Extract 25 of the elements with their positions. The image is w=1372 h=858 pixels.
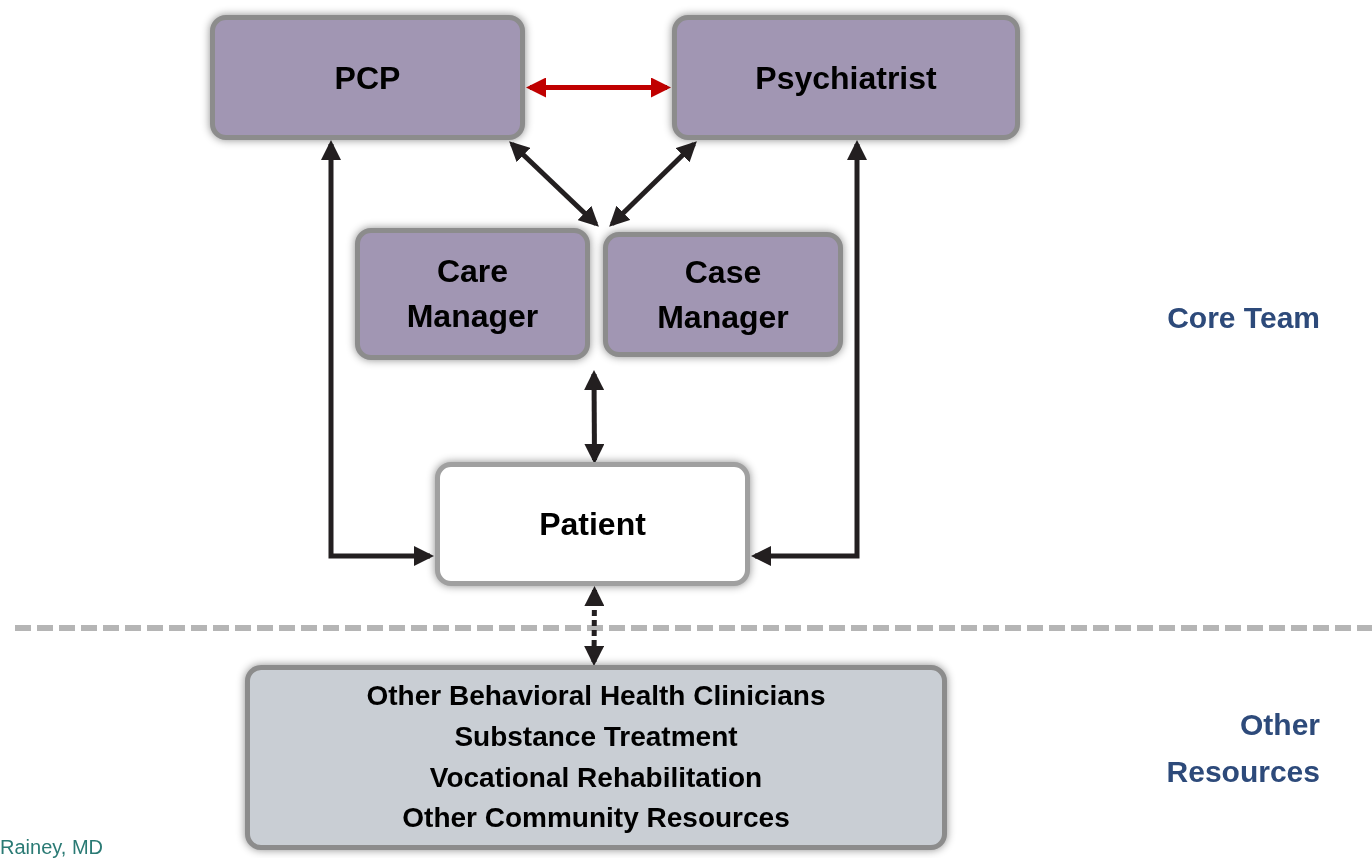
arrow bbox=[751, 140, 867, 566]
process-box bbox=[355, 228, 590, 360]
process-box bbox=[245, 665, 947, 850]
arrow bbox=[321, 140, 434, 566]
node-label: PCP bbox=[334, 58, 401, 98]
arrow bbox=[526, 77, 671, 98]
node-label: Case Manager bbox=[656, 252, 790, 337]
node-label: Care Manager bbox=[405, 252, 540, 336]
node-label: Psychiatrist bbox=[755, 58, 937, 98]
node-label: Patient bbox=[539, 505, 646, 544]
node-label: Vocational Rehabilitation bbox=[429, 760, 763, 795]
group-label: Other Resources bbox=[1165, 707, 1320, 790]
process-box bbox=[210, 15, 525, 140]
node-label: Substance Treatment bbox=[454, 719, 738, 754]
author-credit: Rainey, MD bbox=[0, 835, 103, 858]
arrow bbox=[609, 141, 697, 227]
process-box bbox=[603, 232, 843, 357]
arrow bbox=[509, 141, 599, 227]
arrow bbox=[584, 370, 605, 464]
group-label: Core Team bbox=[1166, 300, 1320, 336]
process-box bbox=[435, 462, 750, 586]
node-label: Other Behavioral Health Clinicians bbox=[366, 679, 826, 714]
node-label: Other Community Resources bbox=[402, 801, 790, 836]
process-box bbox=[672, 15, 1020, 140]
arrow bbox=[584, 586, 605, 666]
